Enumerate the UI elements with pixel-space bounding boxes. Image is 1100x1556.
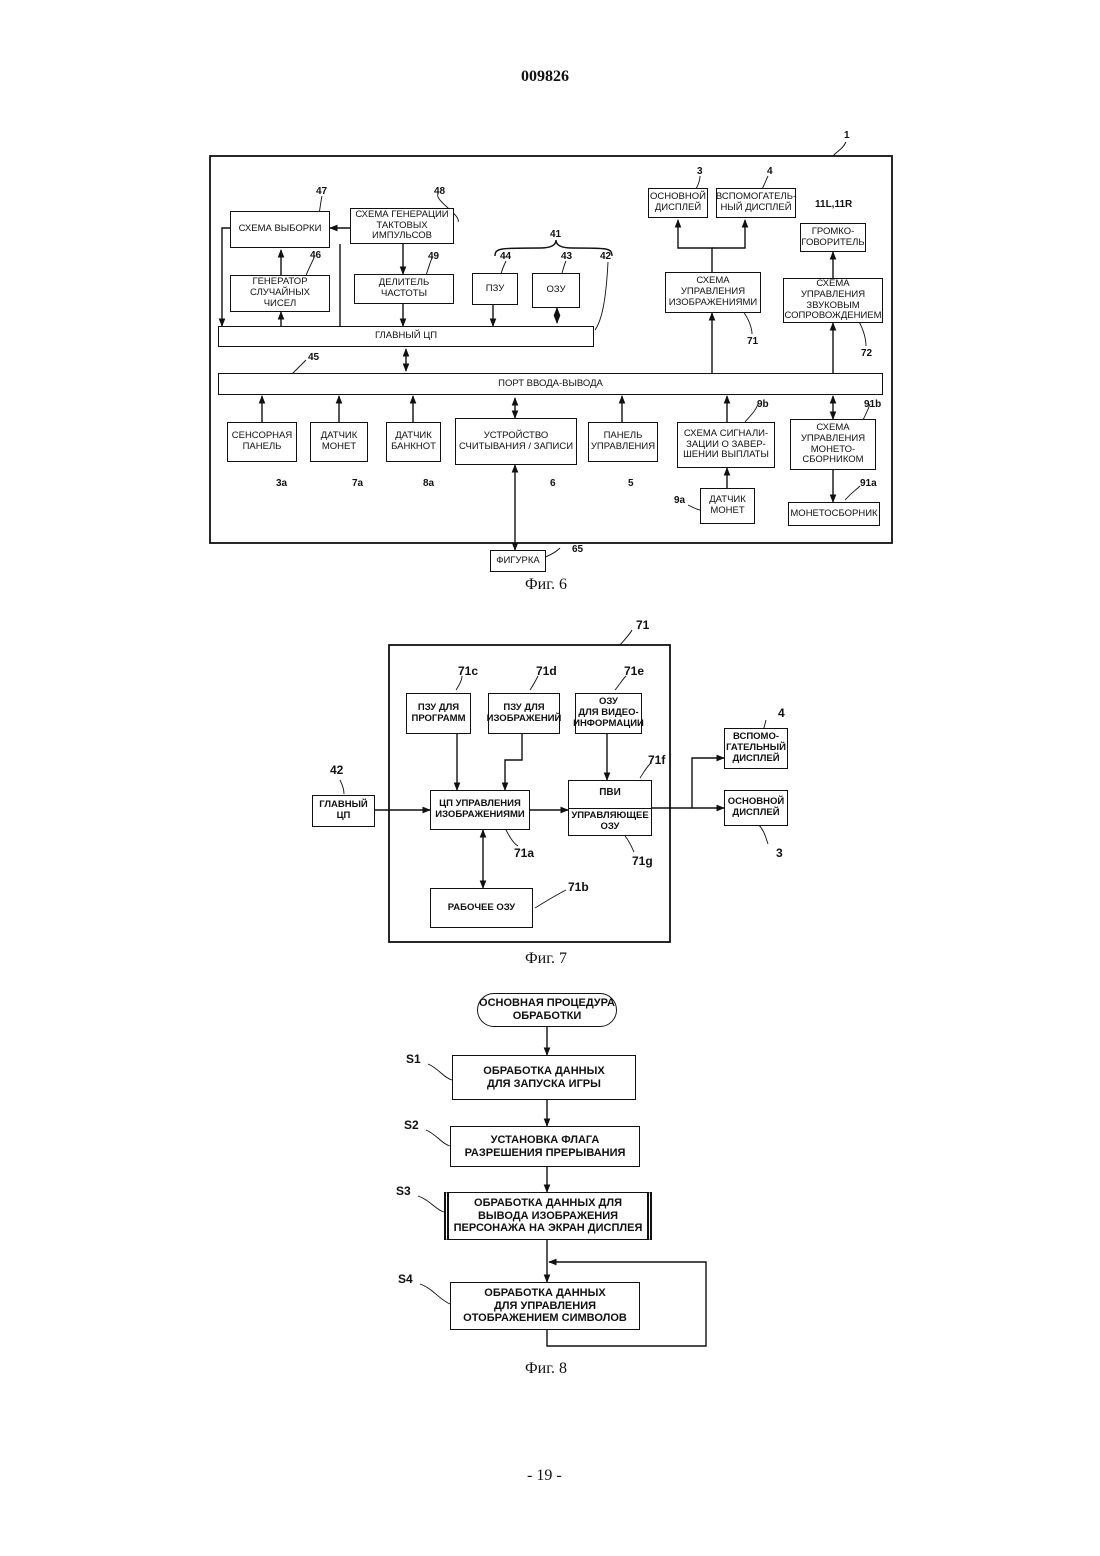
flowchart-step-s2: УСТАНОВКА ФЛАГА РАЗРЕШЕНИЯ ПРЕРЫВАНИЯ — [450, 1126, 640, 1167]
flowchart-start-terminal: ОСНОВНАЯ ПРОЦЕДУРА ОБРАБОТКИ — [477, 993, 617, 1027]
flowchart-step-s4: ОБРАБОТКА ДАННЫХ ДЛЯ УПРАВЛЕНИЯ ОТОБРАЖЕ… — [450, 1282, 640, 1330]
step-label-s4: S4 — [398, 1272, 413, 1286]
figure-8-caption: Фиг. 8 — [525, 1360, 567, 1378]
step-label-s2: S2 — [404, 1118, 419, 1132]
flowchart-step-s1: ОБРАБОТКА ДАННЫХ ДЛЯ ЗАПУСКА ИГРЫ — [452, 1055, 636, 1100]
step-label-s1: S1 — [406, 1052, 421, 1066]
flowchart-step-s3: ОБРАБОТКА ДАННЫХ ДЛЯ ВЫВОДА ИЗОБРАЖЕНИЯ … — [444, 1192, 652, 1240]
step-label-s3: S3 — [396, 1184, 411, 1198]
